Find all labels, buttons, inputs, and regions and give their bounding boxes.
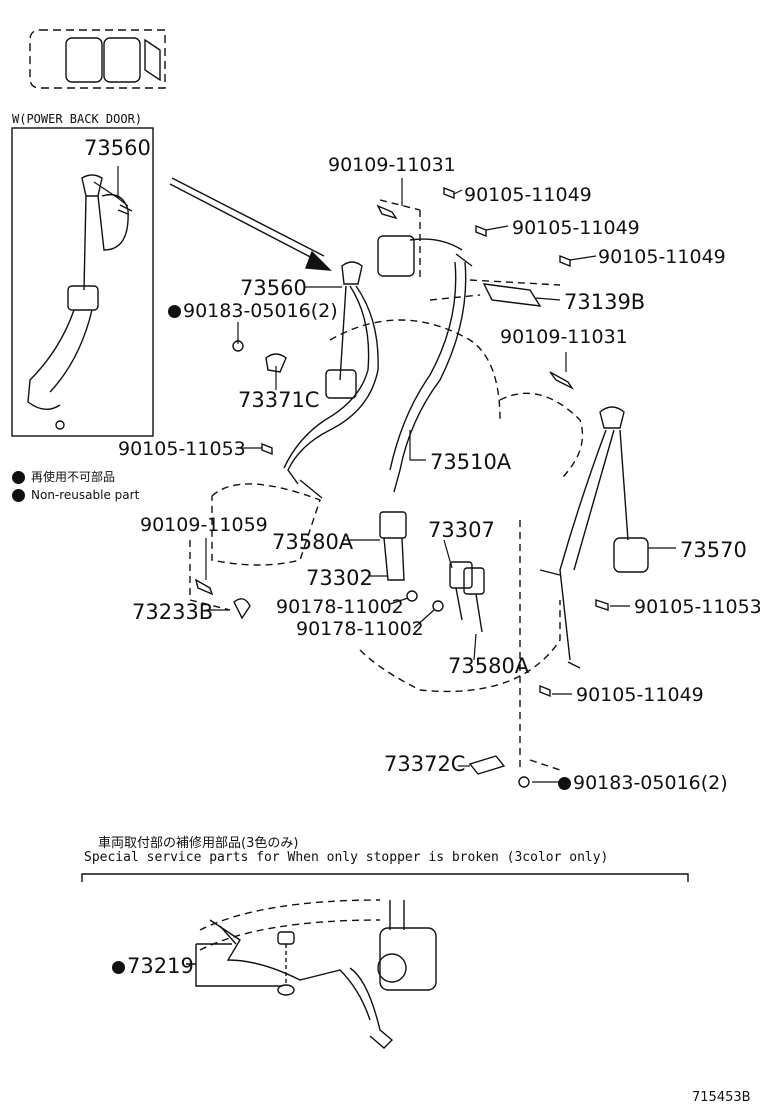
- part-73233B: 73233B: [132, 600, 214, 624]
- part-73302: 73302: [306, 566, 373, 590]
- buckle-assemblies: [379, 511, 485, 633]
- part-90183-05016-bottom-text: 90183-05016(2): [573, 772, 728, 794]
- part-90105-11049-a: 90105-11049: [464, 184, 592, 206]
- inset-belt-assembly-icon: [27, 174, 133, 430]
- inset-frame: [11, 127, 154, 437]
- part-90178-11002-a: 90178-11002: [276, 596, 404, 618]
- part-90178-11002-b: 90178-11002: [296, 618, 424, 640]
- part-90105-11049-d: 90105-11049: [576, 684, 704, 706]
- cover-icons: [233, 283, 542, 775]
- inset-part-label: 73560: [84, 136, 151, 160]
- legend-jp: 再使用不可部品: [12, 468, 115, 485]
- legend-en: Non-reusable part: [12, 488, 139, 502]
- non-reusable-dot-icon: [168, 305, 181, 318]
- legend-en-text: Non-reusable part: [31, 488, 140, 502]
- part-90105-11053-left: 90105-11053: [118, 438, 246, 460]
- part-73139B: 73139B: [564, 290, 646, 314]
- part-90183-05016-top: 90183-05016(2): [168, 300, 338, 322]
- part-73219: 73219: [112, 954, 194, 978]
- diagram-id: 715453B: [692, 1090, 751, 1105]
- legend-jp-text: 再使用不可部品: [31, 470, 116, 484]
- part-73580A-left: 73580A: [272, 530, 354, 554]
- part-90183-05016-top-text: 90183-05016(2): [183, 300, 338, 322]
- leader-lines: [93, 166, 676, 783]
- part-73307: 73307: [428, 518, 495, 542]
- pointer-arrow: [169, 177, 325, 263]
- non-reusable-dot-icon: [558, 777, 571, 790]
- right-belt-assembly: [539, 406, 649, 669]
- part-73580A-right: 73580A: [448, 654, 530, 678]
- non-reusable-dot-icon: [12, 489, 25, 502]
- part-90105-11049-b: 90105-11049: [512, 217, 640, 239]
- part-73510A: 73510A: [430, 450, 512, 474]
- inset-title: W(POWER BACK DOOR): [12, 112, 143, 126]
- service-stopper-detail: [186, 899, 437, 1049]
- part-73372C: 73372C: [384, 752, 466, 776]
- service-note-jp: 車両取付部の補修用部品(3色のみ): [98, 836, 299, 851]
- part-90183-05016-bottom: 90183-05016(2): [558, 772, 728, 794]
- vehicle-badge-icon: [29, 29, 166, 89]
- part-90105-11053-right: 90105-11053: [634, 596, 760, 618]
- part-90109-11031-top: 90109-11031: [328, 154, 456, 176]
- service-bracket: [81, 873, 689, 882]
- non-reusable-dot-icon: [112, 960, 125, 974]
- part-73570: 73570: [680, 538, 747, 562]
- part-90109-11059: 90109-11059: [140, 514, 268, 536]
- non-reusable-dot-icon: [12, 471, 25, 484]
- seat-outline: [189, 199, 584, 771]
- part-73560: 73560: [240, 276, 307, 300]
- part-90105-11049-c: 90105-11049: [598, 246, 726, 268]
- part-90109-11031-mid: 90109-11031: [500, 326, 628, 348]
- part-73371C: 73371C: [238, 388, 320, 412]
- service-note-en: Special service parts for When only stop…: [84, 850, 609, 865]
- part-73219-text: 73219: [127, 954, 194, 978]
